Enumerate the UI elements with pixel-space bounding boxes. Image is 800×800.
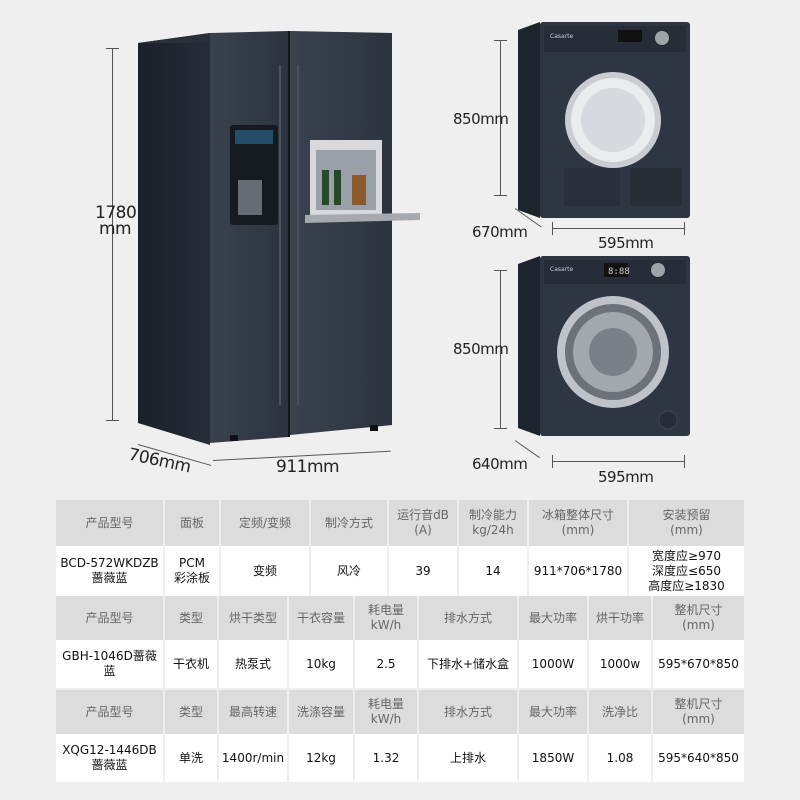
- header-cell: 整机尺寸(mm): [652, 690, 744, 734]
- value-cell: 1.08: [588, 734, 653, 782]
- value-cell: 单洗: [164, 734, 219, 782]
- header-cell: 类型: [164, 596, 219, 640]
- value-cell: 39: [388, 546, 459, 596]
- fridge-depth-label: 706mm: [126, 444, 193, 478]
- value-cell: 变频: [220, 546, 311, 596]
- header-cell: 安装预留(mm): [628, 500, 744, 546]
- header-cell: 干衣容量: [288, 596, 355, 640]
- header-cell: 冰箱整体尺寸(mm): [528, 500, 629, 546]
- washer-height-label: 850mm: [453, 340, 509, 358]
- value-cell: 上排水: [418, 734, 519, 782]
- value-cell: 下排水+储水盒: [418, 640, 519, 688]
- value-cell: 1850W: [518, 734, 589, 782]
- washer-illustration: Casarte 8:88: [518, 256, 690, 436]
- header-cell: 烘干功率: [588, 596, 653, 640]
- header-cell: 面板: [164, 500, 221, 546]
- header-cell: 排水方式: [418, 596, 519, 640]
- dryer-illustration: Casarte: [518, 22, 690, 218]
- washer-display-text: 8:88: [608, 267, 630, 277]
- header-cell: 产品型号: [56, 596, 165, 640]
- washer-width-label: 595mm: [598, 468, 654, 486]
- header-cell: 洗涤容量: [288, 690, 355, 734]
- dryer-depth-label: 670mm: [472, 223, 528, 241]
- value-cell: 911*706*1780: [528, 546, 629, 596]
- header-cell: 最大功率: [518, 690, 589, 734]
- fridge-height-label: 1780: [95, 203, 137, 223]
- value-cell: 2.5: [354, 640, 419, 688]
- dryer-width-label: 595mm: [598, 234, 654, 252]
- value-cell: 12kg: [288, 734, 355, 782]
- header-cell: 制冷方式: [310, 500, 389, 546]
- value-cell: 1400r/min: [218, 734, 289, 782]
- value-cell: 595*670*850: [652, 640, 744, 688]
- value-cell: 风冷: [310, 546, 389, 596]
- value-cell: GBH-1046D蔷薇蓝: [56, 640, 165, 688]
- value-cell: 热泵式: [218, 640, 289, 688]
- header-cell: 类型: [164, 690, 219, 734]
- value-cell: 14: [458, 546, 529, 596]
- refrigerator-illustration: [138, 31, 420, 445]
- value-cell: 595*640*850: [652, 734, 744, 782]
- header-cell: 排水方式: [418, 690, 519, 734]
- value-cell: 干衣机: [164, 640, 219, 688]
- washer-dial-icon: [651, 263, 665, 277]
- header-cell: 最高转速: [218, 690, 289, 734]
- header-cell: 洗净比: [588, 690, 653, 734]
- value-cell: 1000w: [588, 640, 653, 688]
- washer-depth-label: 640mm: [472, 455, 528, 473]
- value-cell: 1.32: [354, 734, 419, 782]
- header-cell: 整机尺寸(mm): [652, 596, 744, 640]
- header-cell: 定频/变频: [220, 500, 311, 546]
- value-cell: 1000W: [518, 640, 589, 688]
- washer-brand-text: Casarte: [550, 266, 573, 273]
- header-cell: 产品型号: [56, 500, 165, 546]
- value-cell: 10kg: [288, 640, 355, 688]
- header-cell: 产品型号: [56, 690, 165, 734]
- header-cell: 烘干类型: [218, 596, 289, 640]
- dryer-brand-text: Casarte: [550, 33, 573, 40]
- header-cell: 运行音dB(A): [388, 500, 459, 546]
- fridge-width-label: 911mm: [276, 457, 340, 477]
- dryer-dial-icon: [655, 31, 669, 45]
- dryer-height-label: 850mm: [453, 110, 509, 128]
- header-cell: 最大功率: [518, 596, 589, 640]
- fridge-height-unit: mm: [99, 219, 132, 239]
